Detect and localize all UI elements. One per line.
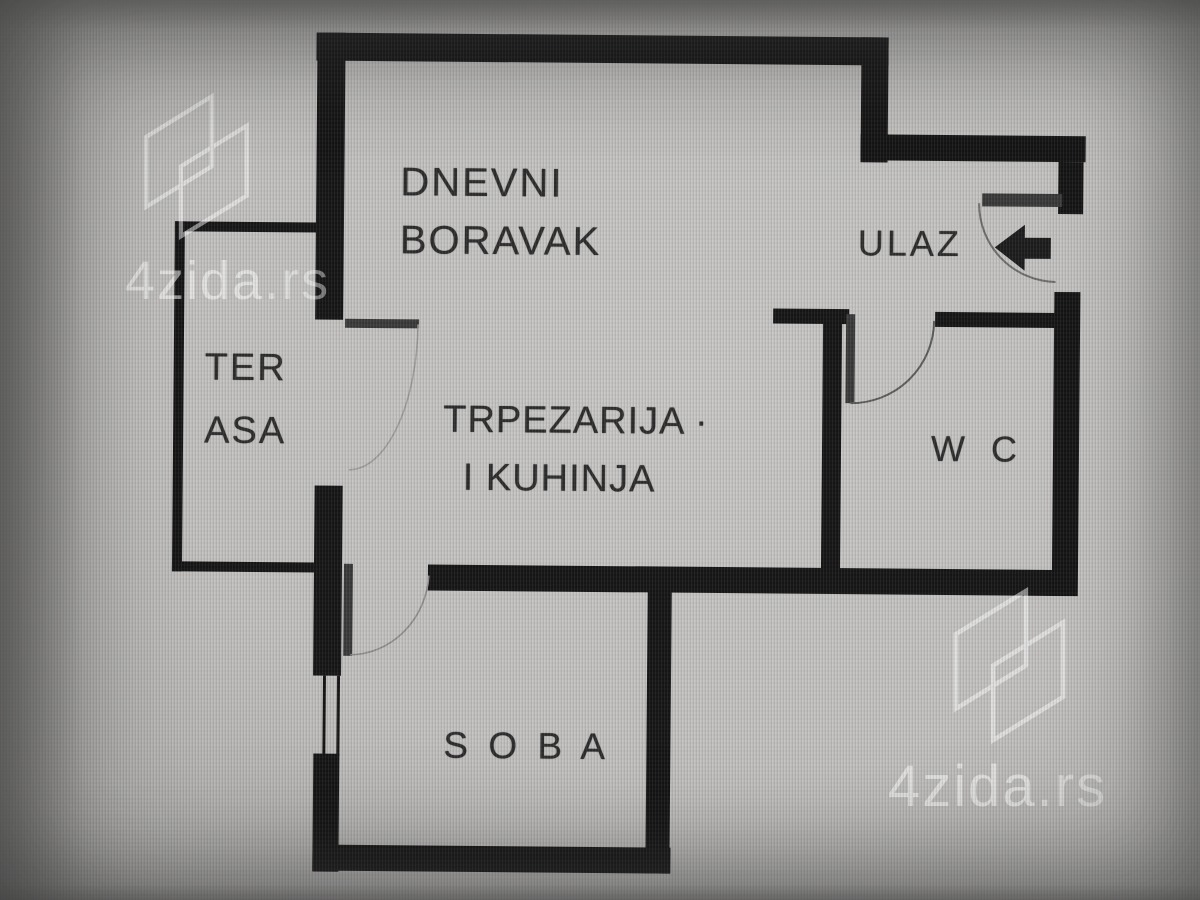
door-swing-arc-entrance [978,203,1056,283]
terrace-label-line2: ASA [203,409,287,453]
wall-terrace-left [171,221,185,572]
wall-bedroom-east [645,570,672,874]
living-room-label-line2: BORAVAK [399,218,602,265]
entrance-arrow-icon [994,224,1051,271]
bedroom-door-leaf [343,563,353,656]
wall-west-mid [313,485,343,676]
dining-kitchen-label-line1: TRPEZARIJA · [443,398,709,443]
wall-top [316,32,889,66]
living-room-label-line1: DNEVNI [400,160,564,206]
door-swing-arc-wc [850,320,936,405]
bedroom-label: S O B A [443,724,611,768]
dining-kitchen-label-line2: I KUHINJA [462,456,656,501]
entrance-label: ULAZ [857,222,963,265]
wc-door-leaf [845,314,856,404]
wall-west-upper [315,32,346,320]
bedroom-window [322,675,341,756]
wall-bottom-main [427,564,1054,596]
wall-entry-top [860,134,1086,163]
wall-wc-top [935,311,1059,328]
door-swing-arc-bedroom [350,575,430,656]
terrace-door-leaf [345,318,420,329]
wall-right-lower [1051,291,1081,597]
wall-terrace-bottom [171,561,319,573]
wc-label: W C [930,427,1026,470]
door-swing-arc-terrace [348,324,419,471]
wall-hall-stub [773,308,850,325]
wall-terrace-top [174,221,319,233]
terrace-label-line1: TER [204,346,287,390]
wall-bedroom-bottom [312,844,671,874]
wall-wc-west [820,309,843,571]
entrance-door-leaf [982,193,1063,208]
